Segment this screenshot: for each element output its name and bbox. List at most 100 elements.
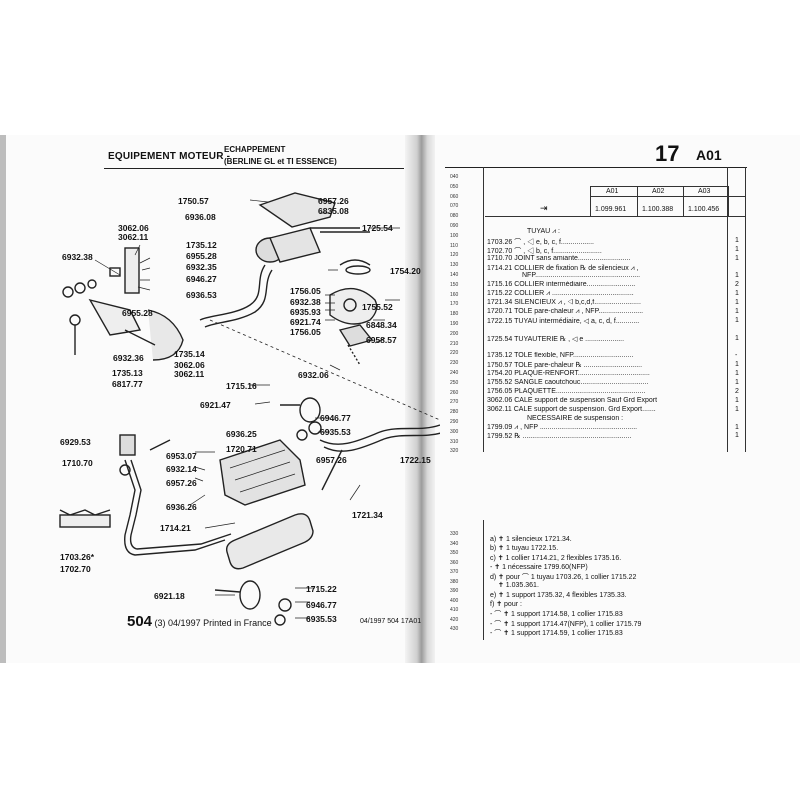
parts-row: 1754.20 PLAQUE-RENFORT..................… <box>487 370 745 379</box>
row-number: 340 <box>450 540 459 547</box>
row-number: 170 <box>450 301 459 308</box>
part-quantity: - <box>735 352 738 360</box>
parts-row: 1720.71 TOLE pare-chaleur ⩘ , NFP.......… <box>487 308 745 317</box>
header-rule-right <box>445 167 747 168</box>
page-number: 17 <box>655 141 680 166</box>
part-label: 1735.14 <box>174 349 205 359</box>
part-label: 6817.77 <box>112 379 143 389</box>
part-label: 6936.25 <box>226 429 257 439</box>
part-label: 1710.70 <box>62 458 93 468</box>
part-description: 1715.16 COLLIER intermédiaire...........… <box>487 281 636 289</box>
parts-row: NECESSAIRE de suspension : <box>487 415 745 424</box>
note-line: - ⌒ ✝ 1 support 1714.47(NFP), 1 collier … <box>490 620 642 628</box>
footer-left: 504 (3) 04/1997 Printed in France <box>127 613 272 630</box>
part-description: 1720.71 TOLE pare-chaleur ⩘ , NFP.......… <box>487 308 644 316</box>
part-quantity: 1 <box>735 370 739 378</box>
parts-row: NFP.....................................… <box>487 272 745 281</box>
part-description: 1755.52 SANGLE caoutchouc...............… <box>487 379 649 387</box>
part-label: 6921.74 <box>290 317 321 327</box>
part-description: 1799.09 ⩘ , NFP ........................… <box>487 423 638 431</box>
row-number: 230 <box>450 360 459 367</box>
part-description: 1722.15 TUYAU intermédiaire, ◁ a, c, d, … <box>487 317 640 325</box>
part-quantity: 1 <box>735 272 739 280</box>
part-description: NFP.....................................… <box>522 272 641 280</box>
row-number: 270 <box>450 399 459 406</box>
part-description: 3062.06 CALE support de suspension Sauf … <box>487 396 658 404</box>
part-description: 1750.57 TOLE pare-chaleur ℞ ............… <box>487 362 643 370</box>
row-number: 260 <box>450 389 459 396</box>
table-qty-border <box>727 167 728 452</box>
row-number: 380 <box>450 578 459 585</box>
part-description: 1756.05 PLAQUETTE.......................… <box>487 388 646 396</box>
page-title-line2: (BERLINE GL et TI ESSENCE) <box>224 157 337 166</box>
part-label: 6932.38 <box>62 252 93 262</box>
row-number: 390 <box>450 588 459 594</box>
part-quantity: 1 <box>735 236 739 244</box>
footer-model: 504 <box>127 613 153 630</box>
row-number: 150 <box>450 281 459 288</box>
parts-row <box>487 344 745 353</box>
page-edge <box>0 135 6 663</box>
row-number: 240 <box>450 370 459 376</box>
part-label: 6958.57 <box>366 335 397 345</box>
part-quantity: 1 <box>735 334 739 342</box>
parts-row: 3062.06 CALE support de suspension Sauf … <box>487 397 745 406</box>
part-label: 1756.05 <box>290 327 321 337</box>
part-description: 1702.70 ⌒ , ◁ b, c, f...................… <box>487 247 602 255</box>
part-label: 1756.05 <box>290 286 321 296</box>
variant-value-a02: 1.100.388 <box>642 206 674 213</box>
part-label: 6946.77 <box>320 413 351 423</box>
row-number: 310 <box>450 438 459 445</box>
part-label: 1715.22 <box>306 584 337 594</box>
note-line: b) ✝ 1 tuyau 1722.15. <box>490 545 559 553</box>
variant-table <box>590 186 729 217</box>
part-label: 1720.71 <box>226 444 257 454</box>
part-label: 1721.34 <box>352 510 383 520</box>
parts-row: 1703.26 ⌒ , ◁ e, b, c, f................… <box>487 237 745 246</box>
exhaust-diagram <box>59 192 440 626</box>
part-description: 1714.21 COLLIER de fixation ℞ de silenci… <box>487 264 639 272</box>
parts-row: 3062.11 CALE support de suspension. Grd … <box>487 406 745 415</box>
note-line: ✝ 1.035.361. <box>498 582 539 590</box>
row-number: 290 <box>450 419 459 425</box>
parts-row: 1714.21 COLLIER de fixation ℞ de silenci… <box>487 264 745 273</box>
row-number: 160 <box>450 291 459 298</box>
part-label: 6955.28 <box>122 308 153 318</box>
section-title: EQUIPEMENT MOTEUR - <box>108 151 231 162</box>
part-label: 6936.53 <box>186 290 217 300</box>
row-number: 200 <box>450 330 459 337</box>
part-label: 1735.12 <box>186 240 217 250</box>
row-number: 370 <box>450 569 459 575</box>
part-label: 6835.08 <box>318 206 349 216</box>
row-number: 420 <box>450 616 459 623</box>
row-number: 410 <box>450 607 459 613</box>
part-label: 6957.26 <box>316 455 347 465</box>
part-label: 6935.93 <box>290 307 321 317</box>
note-line: - ✝ 1 nécessaire 1799.60(NFP) <box>490 563 588 571</box>
part-label: 6932.14 <box>166 464 197 474</box>
parts-row: TUYAU ⩘ : <box>487 228 745 237</box>
part-label: 3062.06 <box>118 223 149 233</box>
catalog-page <box>0 135 800 663</box>
part-label: 6957.26 <box>166 478 197 488</box>
part-label: 3062.11 <box>174 369 205 379</box>
part-label: 3062.06 <box>174 360 205 370</box>
part-description: 1754.20 PLAQUE-RENFORT..................… <box>487 370 650 378</box>
part-description: TUYAU ⩘ : <box>527 228 560 235</box>
parts-row: 1750.57 TOLE pare-chaleur ℞ ............… <box>487 361 745 370</box>
part-label: 6953.07 <box>166 451 197 461</box>
note-line: e) ✝ 1 support 1735.32, 4 flexibles 1735… <box>490 591 627 599</box>
part-label: 6935.53 <box>320 427 351 437</box>
part-label: 6936.08 <box>185 212 216 222</box>
row-number: 140 <box>450 272 459 278</box>
notes-left-border <box>483 520 484 640</box>
part-quantity: 1 <box>735 308 739 316</box>
arrow-icon: ⇥ <box>540 203 548 213</box>
part-label: 1702.70 <box>60 564 91 574</box>
table-left-border <box>483 167 484 452</box>
book-gutter <box>405 135 435 663</box>
row-number: 320 <box>450 448 459 455</box>
row-number: 220 <box>450 350 459 357</box>
part-label: 6932.35 <box>186 262 217 272</box>
row-number: 040 <box>450 174 459 180</box>
